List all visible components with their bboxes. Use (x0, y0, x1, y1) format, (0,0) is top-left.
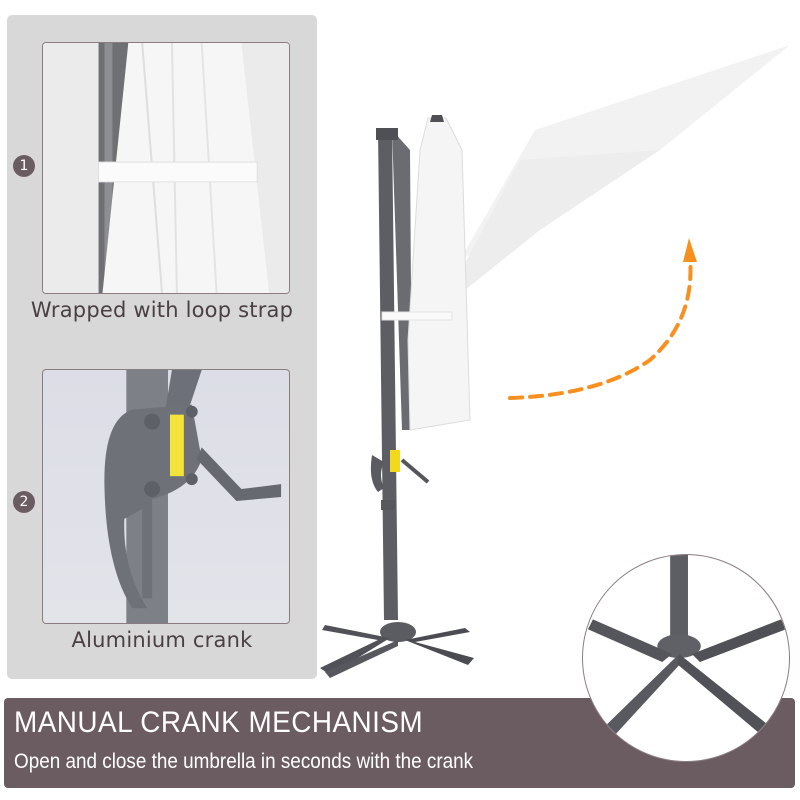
umbrella-illustration (320, 45, 790, 678)
wrapped-strap-photo (42, 42, 290, 294)
banner-title: MANUAL CRANK MECHANISM (14, 706, 424, 739)
tilt-direction-arrow-icon (508, 238, 697, 400)
banner-subtitle: Open and close the umbrella in seconds w… (14, 750, 474, 773)
aluminium-crank-photo (42, 369, 290, 624)
feature-number-badge: 1 (13, 155, 35, 177)
feature-banner (4, 698, 520, 788)
feature-caption: Wrapped with loop strap (30, 298, 294, 322)
feature-caption: Aluminium crank (71, 628, 253, 652)
base-detail-inset (582, 554, 790, 762)
feature-number-badge: 2 (13, 491, 35, 513)
